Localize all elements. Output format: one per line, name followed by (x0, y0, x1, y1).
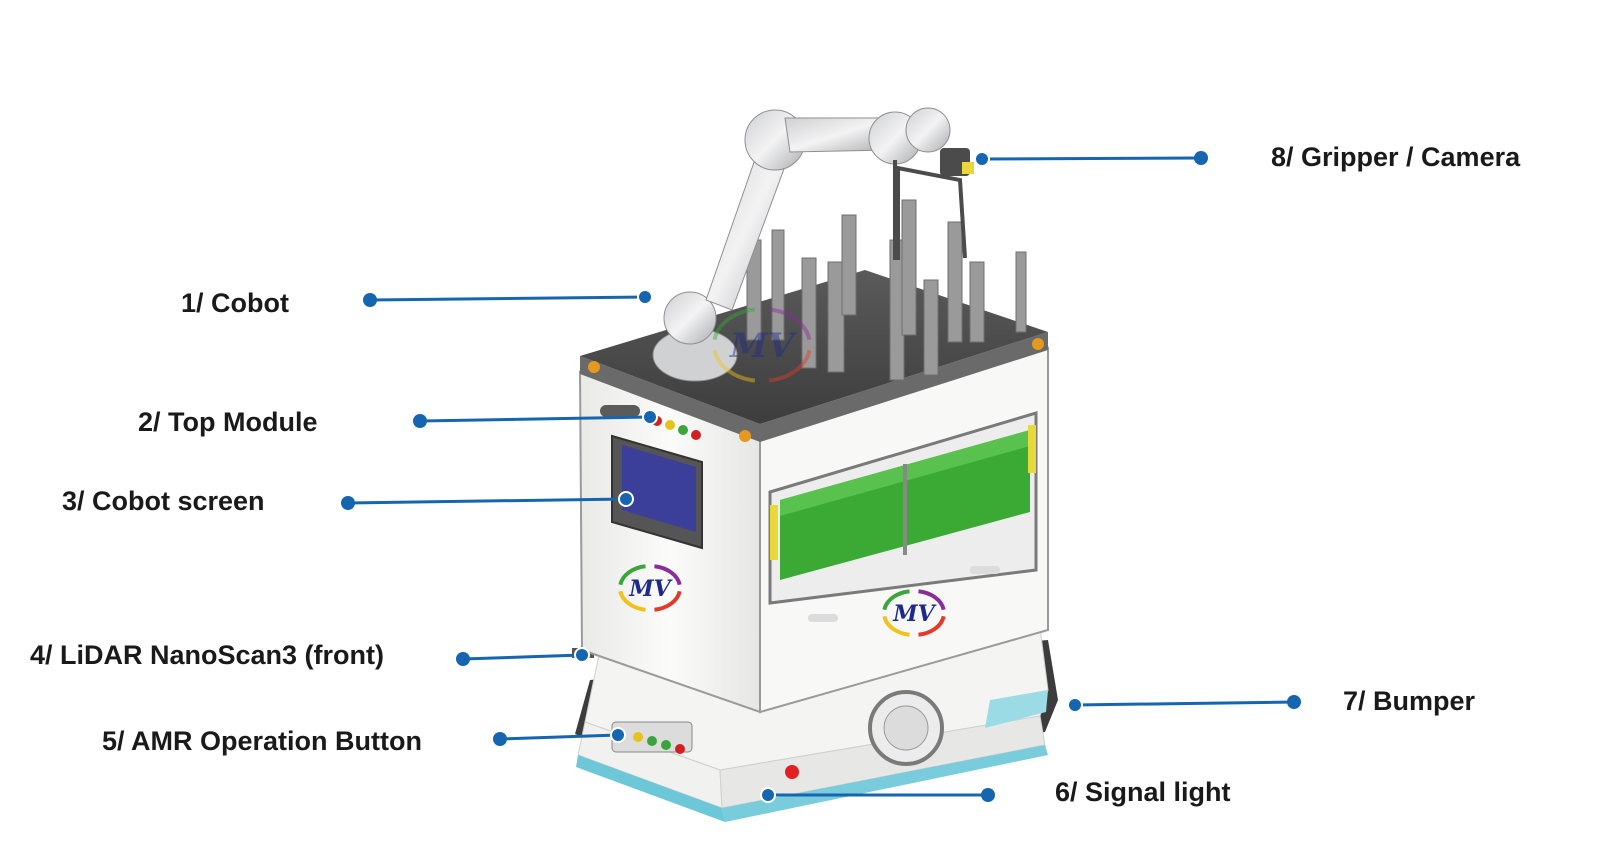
logo-text: MV (729, 326, 798, 366)
amr-button-yellow (633, 732, 643, 742)
callout-label-bumper: 7/ Bumper (1343, 686, 1476, 716)
leader-dot-outer-gripper (1194, 151, 1208, 165)
amr-button-green-2 (661, 740, 671, 750)
leader-dot-outer-top-module (413, 414, 427, 428)
leader-dot-target-amr-button (610, 727, 626, 743)
leader-dot-target-signal-light (760, 787, 776, 803)
leader-line-amr-button (499, 733, 619, 741)
yellow-rail-left (770, 505, 778, 560)
leader-line-lidar (462, 653, 583, 661)
callout-label-signal-light: 6/ Signal light (1055, 777, 1231, 807)
callout-leaders (341, 151, 1301, 803)
leader-dot-outer-amr-button (493, 732, 507, 746)
leader-dot-outer-cobot (363, 293, 377, 307)
amr-button-green-1 (647, 736, 657, 746)
callout-label-lidar: 4/ LiDAR NanoScan3 (front) (30, 640, 385, 670)
top-module-button-green (678, 425, 688, 435)
top-module-button-red-2 (691, 430, 701, 440)
leader-line-cobot-screen (347, 497, 627, 505)
logo-badge-side: MV (882, 589, 946, 637)
signal-light-icon (785, 765, 799, 779)
logo-badge-front: MV (618, 564, 682, 612)
leader-line-top-module (419, 415, 651, 423)
callout-label-gripper: 8/ Gripper / Camera (1271, 142, 1521, 172)
callout-label-cobot: 1/ Cobot (181, 288, 289, 318)
callout-label-amr-button: 5/ AMR Operation Button (102, 726, 422, 756)
leader-dot-outer-lidar (456, 652, 470, 666)
leader-dot-target-lidar (574, 647, 590, 663)
logo-text: MV (628, 576, 672, 602)
amr-button-red (675, 744, 685, 754)
leader-dot-outer-signal-light (981, 788, 995, 802)
logo-badges: MV MV MV (618, 307, 946, 637)
leader-dot-outer-cobot-screen (341, 496, 355, 510)
callout-label-cobot-screen: 3/ Cobot screen (62, 486, 265, 516)
logo-text: MV (892, 601, 936, 627)
rack-posts (746, 199, 1027, 381)
leader-line-gripper (981, 156, 1202, 161)
yellow-rail-right (1028, 425, 1036, 473)
leader-dot-target-gripper (974, 151, 990, 167)
leader-dot-target-bumper (1067, 697, 1083, 713)
cobot-screen-display (622, 445, 696, 532)
leader-line-cobot (369, 295, 646, 302)
callout-label-top-module: 2/ Top Module (138, 407, 318, 437)
leader-line-bumper (1074, 700, 1295, 707)
bumper-strip-front (576, 755, 725, 822)
logo-watermark: MV (712, 307, 812, 383)
cobot-arm (652, 107, 974, 382)
top-module-button-yellow (665, 420, 675, 430)
leader-dot-target-top-module (642, 409, 658, 425)
leader-dot-target-cobot (637, 289, 653, 305)
leader-dot-target-cobot-screen (618, 491, 634, 507)
bumper-strip-side (722, 745, 1048, 822)
leader-dot-outer-bumper (1287, 695, 1301, 709)
